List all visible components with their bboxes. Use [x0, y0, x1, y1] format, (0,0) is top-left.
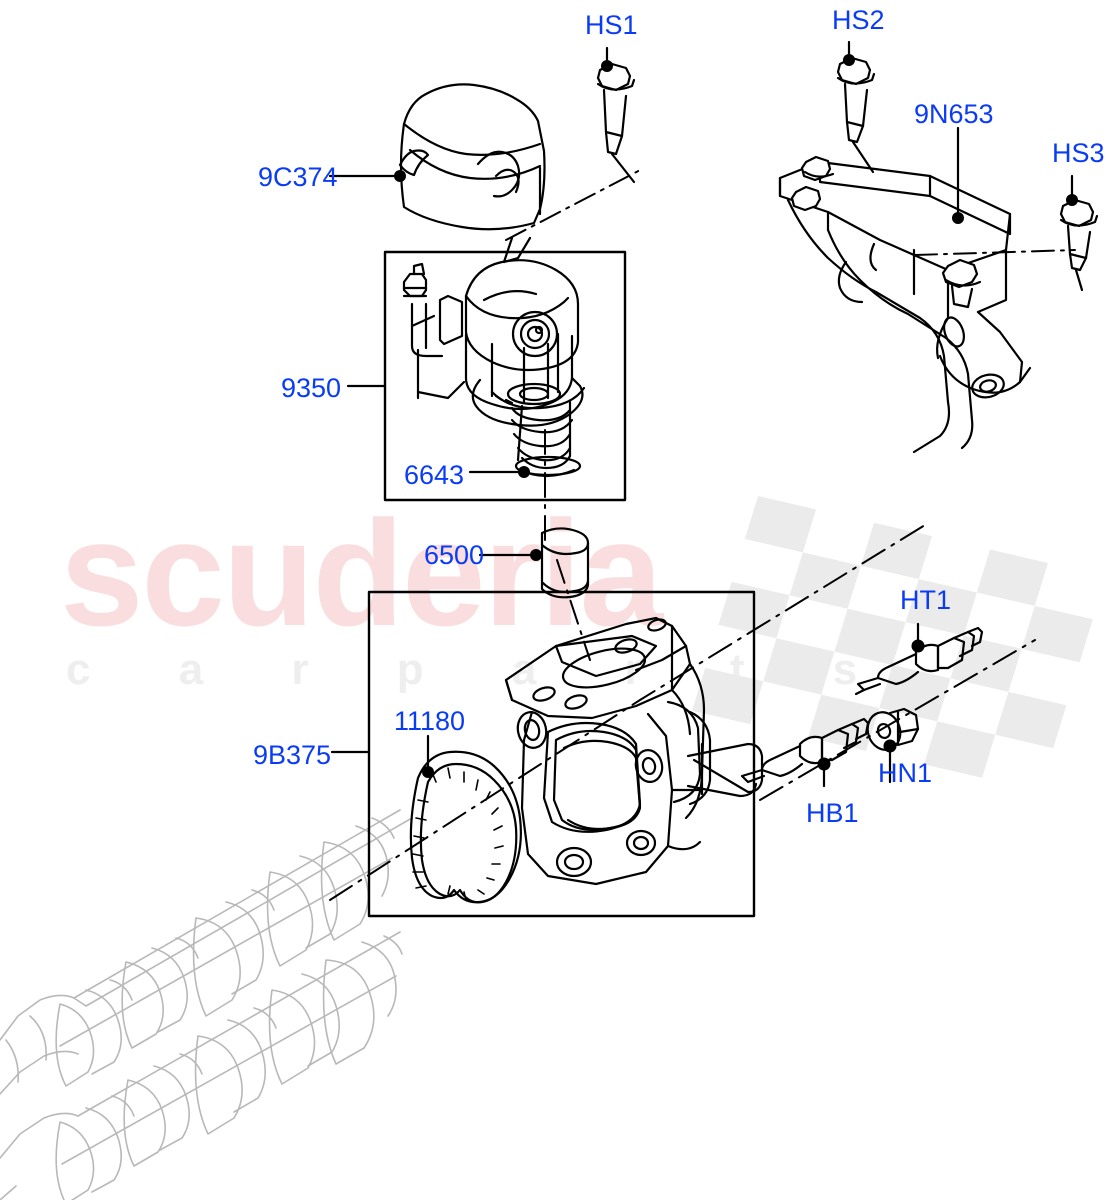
leader-9C374: [328, 170, 406, 182]
part-HS2-bolt: [836, 40, 876, 174]
callout-label-9B375: 9B375: [253, 740, 332, 770]
part-9350-high-pressure-pump: [402, 236, 586, 470]
callout-label-HB1: HB1: [806, 798, 859, 828]
part-11180-gasket: [409, 750, 522, 904]
callout-label-6643: 6643: [404, 460, 465, 490]
callout-label-HS3: HS3: [1052, 138, 1105, 168]
watermark-scuderia: scuderia: [60, 489, 663, 657]
part-HT1-stud: [854, 622, 984, 696]
callout-label-9350: 9350: [281, 373, 342, 403]
part-9B375-housing: [504, 616, 764, 886]
callout-label-HN1: HN1: [878, 758, 933, 788]
group-box-9350: [383, 250, 627, 502]
callout-label-HS2: HS2: [832, 5, 885, 35]
part-9N653-bracket: [778, 155, 1032, 454]
assembly-centreline-upper-right: [914, 249, 1076, 256]
assembly-centreline-vertical: [544, 429, 591, 661]
part-HS1-bolt: [596, 46, 636, 184]
assembly-centreline-diagonal-main: [329, 524, 926, 901]
leader-9N653: [952, 126, 964, 224]
leader-6500: [478, 549, 542, 561]
callout-label-6500: 6500: [424, 540, 485, 570]
part-HB1-flange-bolt: [740, 717, 870, 788]
leader-6643: [468, 466, 530, 478]
camshaft-upper: [0, 809, 413, 1095]
callout-label-HT1: HT1: [900, 585, 952, 615]
callout-label-11180: 11180: [394, 706, 466, 736]
leader-11180: [422, 734, 434, 778]
assembly-centreline-upper-left: [505, 167, 645, 241]
part-HS3-bolt: [1059, 174, 1099, 292]
part-6500-tappet: [540, 527, 590, 599]
camshaft-lower: [0, 931, 403, 1200]
callout-label-HS1: HS1: [585, 10, 638, 40]
callout-label-9N653: 9N653: [914, 99, 994, 129]
part-HN1-flange-nut: [866, 707, 920, 784]
callout-label-9C374: 9C374: [258, 162, 338, 192]
part-9C374-acoustic-cover: [398, 83, 546, 231]
